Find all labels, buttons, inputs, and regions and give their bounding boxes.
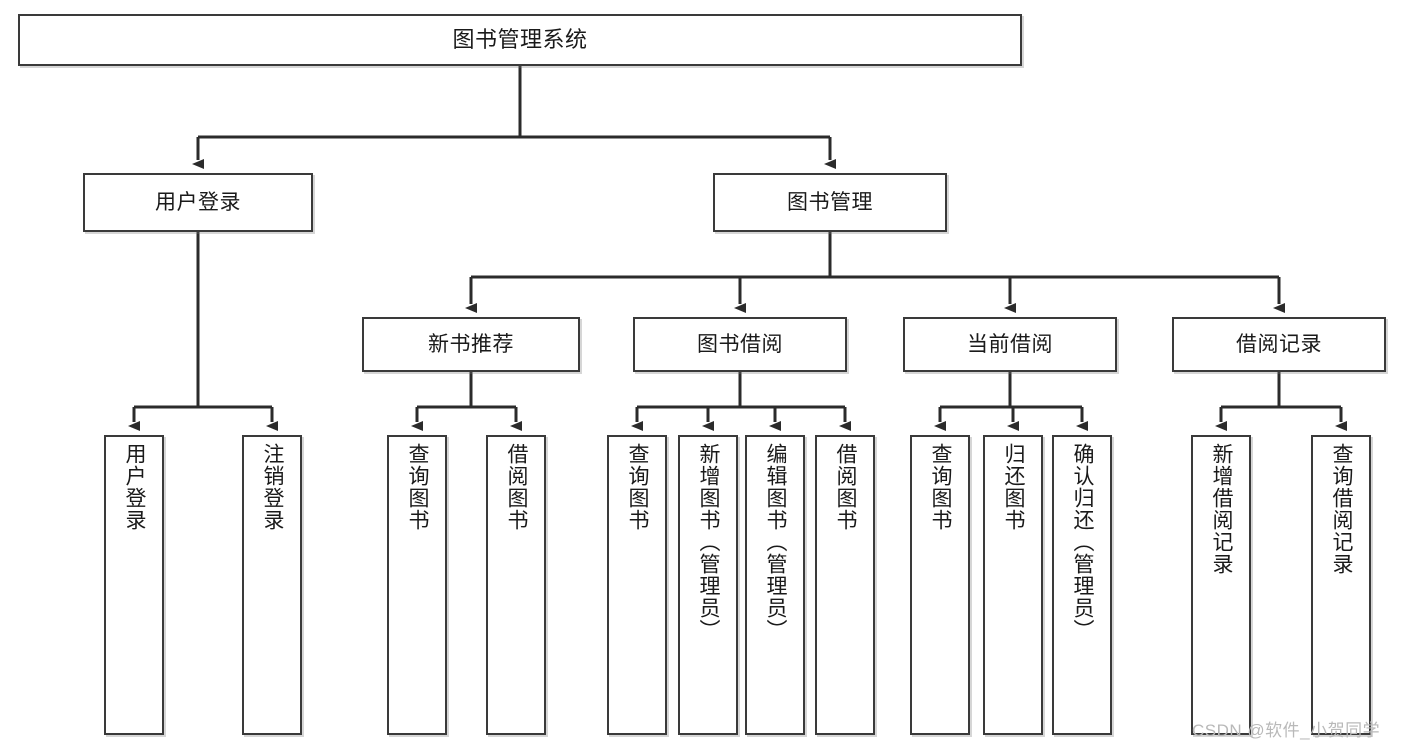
node-label: 新增图书（管理员） [697, 443, 721, 641]
node-new-book[interactable]: 新书推荐 [362, 317, 580, 372]
node-label: 用户登录 [123, 443, 147, 531]
node-leaf-5[interactable]: 查询图书 [607, 435, 667, 735]
node-leaf-7[interactable]: 编辑图书（管理员） [745, 435, 805, 735]
node-book-borrow[interactable]: 图书借阅 [633, 317, 847, 372]
node-leaf-13[interactable]: 查询借阅记录 [1311, 435, 1371, 735]
node-leaf-4[interactable]: 借阅图书 [486, 435, 546, 735]
node-borrow-rec[interactable]: 借阅记录 [1172, 317, 1386, 372]
node-cur-borrow[interactable]: 当前借阅 [903, 317, 1117, 372]
node-label: 当前借阅 [967, 332, 1053, 356]
node-root[interactable]: 图书管理系统 [18, 14, 1022, 66]
node-label: 图书管理系统 [452, 26, 588, 52]
node-label: 新书推荐 [428, 332, 514, 356]
node-label: 图书管理 [787, 190, 873, 214]
node-label: 用户登录 [155, 190, 241, 214]
node-leaf-10[interactable]: 归还图书 [983, 435, 1043, 735]
node-leaf-11[interactable]: 确认归还（管理员） [1052, 435, 1112, 735]
node-label: 借阅记录 [1236, 332, 1322, 356]
node-leaf-1[interactable]: 用户登录 [104, 435, 164, 735]
node-leaf-3[interactable]: 查询图书 [387, 435, 447, 735]
node-label: 借阅图书 [834, 443, 858, 531]
node-label: 归还图书 [1002, 443, 1026, 531]
node-leaf-8[interactable]: 借阅图书 [815, 435, 875, 735]
node-leaf-12[interactable]: 新增借阅记录 [1191, 435, 1251, 735]
node-label: 注销登录 [261, 443, 285, 531]
node-user-login[interactable]: 用户登录 [83, 173, 313, 232]
node-label: 编辑图书（管理员） [764, 443, 788, 641]
node-leaf-6[interactable]: 新增图书（管理员） [678, 435, 738, 735]
node-label: 查询图书 [929, 443, 953, 531]
edge-paths [128, 66, 1347, 431]
node-label: 图书借阅 [697, 332, 783, 356]
node-book-mgmt[interactable]: 图书管理 [713, 173, 947, 232]
node-label: 新增借阅记录 [1210, 443, 1234, 575]
node-label: 查询图书 [406, 443, 430, 531]
node-leaf-9[interactable]: 查询图书 [910, 435, 970, 735]
node-label: 查询借阅记录 [1330, 443, 1354, 575]
node-label: 借阅图书 [505, 443, 529, 531]
node-label: 确认归还（管理员） [1071, 443, 1095, 641]
node-label: 查询图书 [626, 443, 650, 531]
node-leaf-2[interactable]: 注销登录 [242, 435, 302, 735]
